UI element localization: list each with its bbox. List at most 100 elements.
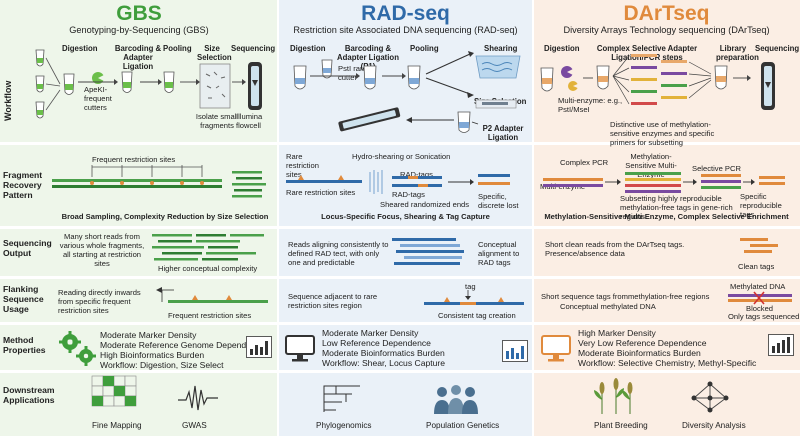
dart-note: Distinctive use of methylation-sensitive…: [610, 120, 715, 147]
rad-workflow-graphic: [293, 51, 521, 133]
dart-specific-label: Specific reproducible tags: [740, 192, 782, 219]
gbs-fragment-label: Frequent restriction sites: [92, 155, 176, 164]
gbs-fragment-graphic: [52, 165, 266, 198]
row-label-fragment: Fragment Recovery Pattern: [3, 170, 43, 200]
gbs-step-pooling: Pooling: [163, 44, 192, 53]
rad-reads-graphic: [392, 238, 464, 265]
rad-hydro-label: Hydro-shearing or Sonication: [352, 152, 451, 161]
gbs-flanking-text: Reading directly inwards from specific f…: [58, 288, 141, 315]
row-label-downstream: Downstream Applications: [3, 385, 55, 405]
gbs-enzyme-label: ApeKI-frequent cutters: [84, 85, 112, 112]
dart-complex-pcr-label: Complex PCR: [560, 158, 609, 167]
gbs-step-size-selection: Size Selection: [197, 44, 232, 62]
phylogeny-tree-icon: [323, 385, 360, 412]
dart-sequencing-text: Short clean reads from the DArTseq tags.…: [545, 240, 685, 258]
dart-reads-graphic: [740, 238, 778, 253]
dart-workflow-graphic: [540, 54, 775, 110]
column-divider: [532, 0, 534, 436]
row-separator: [0, 322, 800, 325]
gwas-wave-icon: [178, 385, 218, 411]
gbs-subtitle: Genotyping-by-Sequencing (GBS): [69, 25, 209, 35]
rad-app-1: Phylogenomics: [316, 421, 372, 430]
bar-chart-icon: [246, 336, 272, 358]
dart-step-digestion: Digestion: [544, 44, 580, 53]
wheat-icon: [594, 378, 633, 414]
row-label-method: Method Properties: [3, 335, 46, 355]
row-label-sequencing: Sequencing Output: [3, 238, 52, 258]
dart-methylated-label: Methylated DNA: [730, 282, 786, 291]
rad-consistent-label: Consistent tag creation: [438, 311, 516, 320]
dart-flanking-graphic: [728, 291, 792, 305]
gbs-column: [0, 0, 278, 436]
dart-method-list: High Marker Density Very Low Reference D…: [578, 328, 757, 368]
network-icon: [691, 381, 729, 413]
rad-step-shearing: Shearing: [484, 44, 518, 53]
gbs-flanking-graphic: [156, 287, 268, 303]
people-icon: [434, 385, 478, 414]
rad-radtags-label-2: RAD-tags: [392, 190, 425, 199]
rad-rare-label-1: Rare restriction sites: [286, 152, 319, 179]
row-separator: [0, 276, 800, 279]
rad-sequencing-text: Reads aligning consistently to defined R…: [288, 240, 389, 267]
rad-enzyme-label: PstI rare cutter: [338, 64, 367, 82]
dart-step-sequencing: Sequencing: [755, 44, 800, 53]
row-separator: [0, 226, 800, 229]
radseq-title: RAD-seq: [361, 2, 450, 25]
dart-subsetting-label: Subsetting highly reproducible methylati…: [620, 194, 733, 221]
radseq-subtitle: Restriction site Associated DNA sequenci…: [293, 25, 518, 35]
column-divider: [277, 0, 279, 436]
dart-only-label: Only tags sequenced: [728, 312, 800, 321]
row-separator: [0, 370, 800, 373]
gbs-step-sequencing: Sequencing: [231, 44, 276, 53]
rad-fragment-caption: Locus-Specific Focus, Shearing & Tag Cap…: [321, 212, 490, 221]
rad-specific-label: Specific, discrete lost: [478, 192, 519, 210]
rad-fragment-graphic: [286, 170, 510, 194]
gbs-sequencing-text: Many short reads from various whole frag…: [59, 232, 145, 268]
dart-flanking-text: Short sequence tags frommethylation-free…: [541, 292, 710, 301]
row-label-flanking: Flanking Sequence Usage: [3, 284, 44, 314]
rad-step-p2: P2 Adapter Ligation: [482, 124, 524, 142]
rad-app-2: Population Genetics: [426, 421, 500, 430]
gbs-app-2: GWAS: [182, 421, 207, 430]
gbs-flanking-label: Frequent restriction sites: [168, 311, 252, 320]
rad-method-list: Moderate Marker Density Low Reference De…: [322, 328, 446, 368]
dart-selective-label: Selective PCR: [692, 164, 741, 173]
gbs-fragment-caption: Broad Sampling, Complexity Reduction by …: [61, 212, 269, 221]
gbs-reads-graphic: [152, 234, 264, 261]
rad-step-digestion: Digestion: [290, 44, 326, 53]
gbs-step-barcoding: Barcoding & Adapter Ligation: [114, 44, 162, 71]
rad-flanking-graphic: [424, 290, 524, 305]
dart-step-library: Library preparation: [716, 44, 759, 62]
dart-step-complex: Complex Selective Adapter Ligation/PCR s…: [596, 44, 698, 62]
gbs-title: GBS: [116, 2, 162, 25]
dart-conceptual-label: Conceptual methylated DNA: [560, 302, 656, 311]
gbs-flowcell-label: Illumina flowcell: [236, 112, 263, 130]
dart-blocked-label: Blocked: [746, 304, 774, 313]
rad-conceptual-label: Conceptual alignment to RAD tags: [478, 240, 520, 267]
gbs-app-1: Fine Mapping: [92, 421, 142, 430]
rad-sheared-label: Sheared randomized ends: [380, 200, 470, 209]
monitor-icon: [541, 335, 571, 362]
gbs-method-list: Moderate Marker Density Moderate Referen…: [100, 330, 265, 370]
rad-flanking-text: Sequence adjacent to rare restriction si…: [288, 292, 378, 310]
dart-fragment-caption: Methylation-Sensitive Multi-Enzyme, Comp…: [544, 212, 789, 221]
gbs-workflow-graphic: [35, 49, 262, 119]
gbs-step-digestion: Digestion: [62, 44, 98, 53]
dart-app-1: Plant Breeding: [594, 421, 648, 430]
monitor-icon: [285, 335, 315, 362]
grid-map-icon: [91, 375, 137, 407]
bar-chart-icon: [768, 334, 794, 356]
gbs-complexity-label: Higher conceptual complexity: [158, 264, 258, 273]
rad-step-pooling: Pooling: [410, 44, 439, 53]
dartseq-title: DArTseq: [623, 2, 710, 25]
bar-chart-icon: [502, 340, 528, 362]
dartseq-subtitle: Diversity Arrays Technology sequencing (…: [563, 25, 770, 35]
dart-clean-label: Clean tags: [738, 262, 775, 271]
rad-radtags-label-1: RAD-tags: [400, 170, 433, 179]
gbs-isolate-label: Isolate small fragments: [195, 112, 239, 130]
rad-rare-label-2: Rare restriction sites: [286, 188, 356, 197]
dart-fragment-graphic: [543, 172, 785, 193]
dart-app-2: Diversity Analysis: [682, 421, 746, 430]
rad-tag-label: tag: [465, 282, 476, 291]
